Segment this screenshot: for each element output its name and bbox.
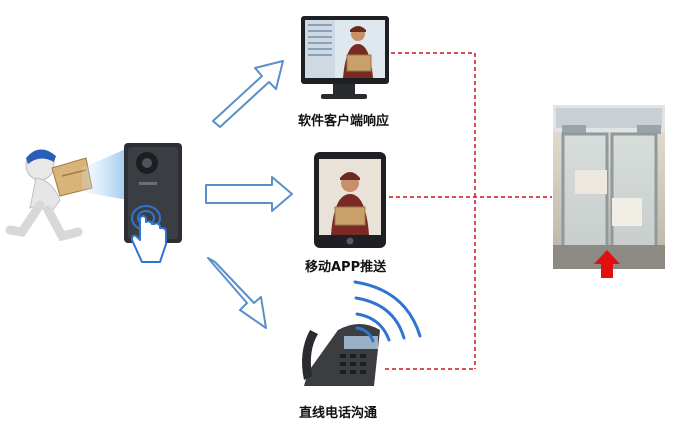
delivery-person-icon bbox=[5, 149, 93, 242]
desk-phone-icon bbox=[302, 324, 380, 386]
touch-hand-icon bbox=[131, 205, 167, 263]
label-phone-line: 直线电话沟通 bbox=[299, 406, 378, 421]
arrow-to-phone bbox=[207, 257, 267, 329]
dashed-connector-lines bbox=[385, 52, 552, 370]
label-mobile-app: 移动APP推送 bbox=[305, 260, 387, 275]
arrow-to-software bbox=[212, 60, 284, 128]
tablet-icon bbox=[314, 152, 386, 248]
automatic-door-icon bbox=[553, 105, 665, 269]
label-software-client: 软件客户端响应 bbox=[298, 114, 390, 129]
arrow-to-app bbox=[205, 176, 293, 212]
phone-signal-waves bbox=[353, 280, 422, 343]
desktop-monitor-icon bbox=[301, 16, 389, 99]
arrow-up-icon bbox=[594, 250, 620, 278]
scan-beam bbox=[82, 148, 128, 200]
